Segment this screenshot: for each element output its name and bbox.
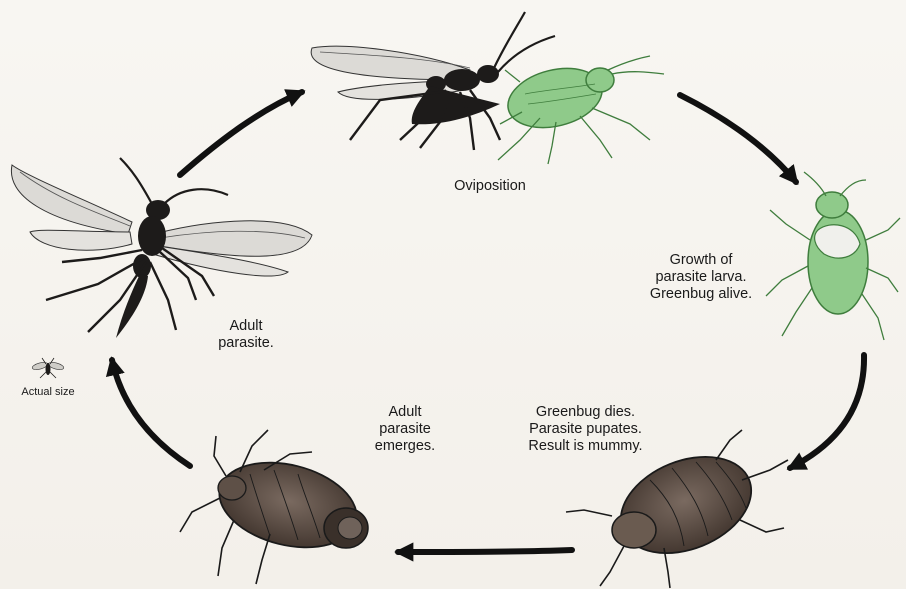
label-growth-line: Growth of <box>636 252 766 269</box>
aphid-icon-parasitized <box>498 56 664 164</box>
label-oviposition: Oviposition <box>440 178 540 195</box>
label-mummy-line: Parasite pupates. <box>503 421 668 438</box>
label-mummy-line: Result is mummy. <box>503 438 668 455</box>
arrow-adult-to-oviposition <box>180 92 302 175</box>
label-adult: Adult parasite. <box>206 318 286 352</box>
arrow-oviposition-to-growth <box>680 95 796 182</box>
label-mummy-line: Greenbug dies. <box>503 404 668 421</box>
wasp-icon-adult <box>11 158 312 338</box>
label-growth: Growth of parasite larva. Greenbug alive… <box>636 252 766 303</box>
label-actual-size: Actual size <box>8 386 88 399</box>
label-growth-line: parasite larva. <box>636 269 766 286</box>
label-emerges-line: Adult <box>360 404 450 421</box>
aphid-icon-larva <box>766 172 900 340</box>
label-oviposition-line: Oviposition <box>440 178 540 195</box>
label-actual-size-line: Actual size <box>8 386 88 399</box>
tiny-wasp-icon-actual-size <box>31 358 64 378</box>
label-emerges: Adult parasite emerges. <box>360 404 450 455</box>
label-adult-line: Adult <box>206 318 286 335</box>
arrow-mummy-to-emerges <box>398 550 572 552</box>
mummy-aphid-icon-left <box>180 430 368 584</box>
arrow-growth-to-mummy <box>790 355 864 468</box>
label-emerges-line: parasite <box>360 421 450 438</box>
label-growth-line: Greenbug alive. <box>636 286 766 303</box>
label-mummy: Greenbug dies. Parasite pupates. Result … <box>503 404 668 455</box>
label-adult-line: parasite. <box>206 335 286 352</box>
label-emerges-line: emerges. <box>360 438 450 455</box>
arrow-emerges-to-adult <box>112 360 190 466</box>
